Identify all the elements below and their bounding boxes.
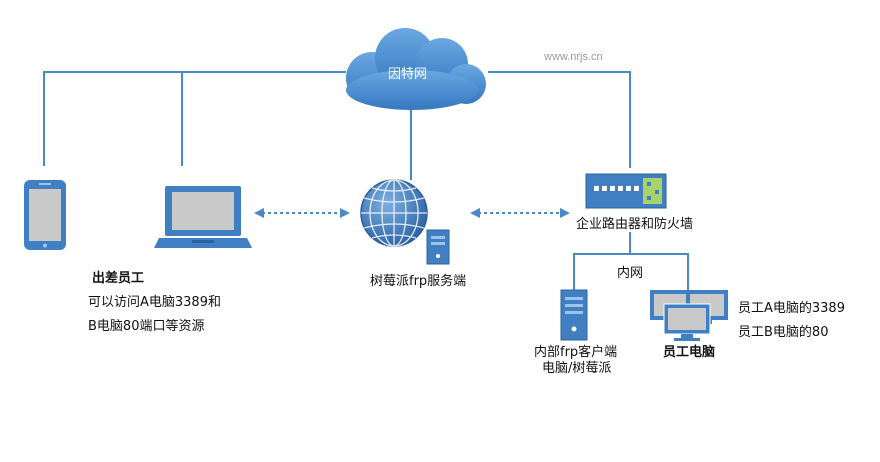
- phone-icon: [24, 180, 66, 250]
- frp-server-label: 树莓派frp服务端: [370, 274, 467, 289]
- arrowhead-left-2: [470, 208, 480, 218]
- arrowhead-right-2: [560, 208, 570, 218]
- connection-lines: [43, 71, 689, 290]
- router-icon: [585, 173, 667, 209]
- staff-ports-line2: 员工B电脑的80: [738, 325, 829, 340]
- watermark: www.nrjs.cn: [544, 51, 603, 63]
- remote-staff-line1: 可以访问A电脑3389和: [88, 295, 221, 310]
- arrowhead-right-1: [340, 208, 350, 218]
- laptop-icon: [154, 186, 252, 248]
- globe-icon: [360, 179, 428, 247]
- arrowhead-left-1: [254, 208, 264, 218]
- lan-label: 内网: [617, 266, 644, 281]
- internet-label: 因特网: [388, 67, 428, 82]
- router-label: 企业路由器和防火墙: [576, 217, 694, 232]
- staff-ports-line1: 员工A电脑的3389: [738, 301, 845, 316]
- staff-computers-icon: [650, 290, 728, 341]
- remote-staff-title: 出差员工: [92, 271, 145, 286]
- client-server-icon: [560, 289, 588, 341]
- server-icon: [426, 229, 450, 265]
- line-lan-bus: [573, 253, 689, 290]
- cloud-icon: [346, 28, 486, 110]
- line-cloud-to-router: [488, 71, 631, 168]
- frp-client-label-line1: 内部frp客户端: [534, 345, 618, 360]
- frp-client-label-line2: 电脑/树莓派: [542, 361, 612, 376]
- line-phone-to-cloud: [43, 71, 346, 166]
- staff-pc-label: 员工电脑: [663, 345, 716, 360]
- remote-staff-line2: B电脑80端口等资源: [88, 319, 205, 334]
